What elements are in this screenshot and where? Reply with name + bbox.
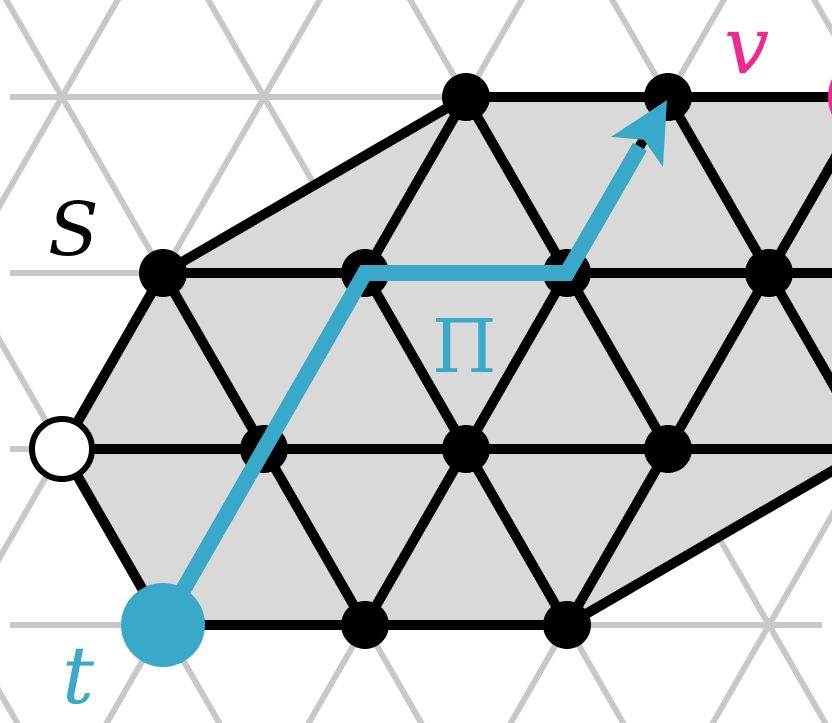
region-edge: [663, 92, 774, 278]
region-edge: [360, 268, 471, 454]
lattice-vertex: [139, 249, 187, 297]
lattice-vertex: [745, 249, 793, 297]
start-vertex-t: [121, 583, 205, 667]
region-edge: [764, 153, 832, 278]
path-pi-arrowhead: [611, 100, 667, 167]
region-edge: [562, 444, 673, 630]
region-edge: [663, 268, 774, 454]
region-edge: [57, 268, 168, 454]
lattice-vertex: [442, 425, 490, 473]
lattice-vertex: [543, 601, 591, 649]
end-vertex-v: [828, 79, 832, 115]
region-edge: [158, 268, 269, 454]
lattice-vertex: [644, 425, 692, 473]
background-lattice-line: [709, 509, 832, 723]
region-edge: [360, 444, 471, 630]
lattice-vertex: [442, 73, 490, 121]
open-vertex: [29, 416, 95, 482]
region-edge: [461, 268, 572, 454]
region-edge: [764, 268, 832, 393]
region-label-s: S: [48, 187, 99, 273]
region-edge: [259, 444, 370, 630]
path-pi-line: [156, 142, 647, 629]
region-edge: [360, 92, 471, 278]
start-label-t: t: [62, 629, 95, 722]
region-edge: [461, 92, 572, 278]
path-label-pi: Π: [432, 304, 497, 390]
end-label-v: v: [724, 0, 769, 92]
region-edge: [461, 444, 572, 630]
background-lattice-line: [0, 0, 122, 212]
lattice-vertex: [341, 601, 389, 649]
region-edge: [562, 268, 673, 454]
